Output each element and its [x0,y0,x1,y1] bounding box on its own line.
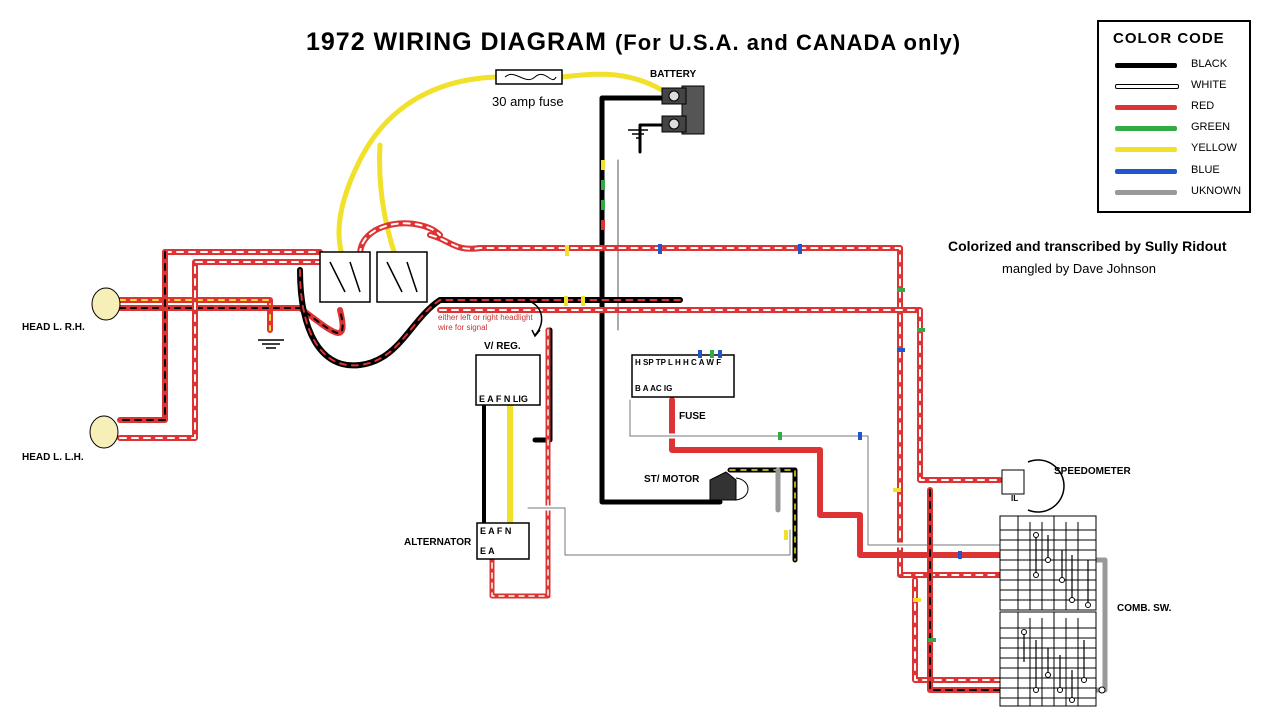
title-main: 1972 WIRING DIAGRAM [306,28,607,56]
legend-swatch [1115,169,1177,174]
ground-icon-battery [628,129,648,139]
wire-red-top-dash [164,234,1001,576]
wire-black-motor-right [727,467,798,563]
speedometer-icon [1027,459,1065,513]
legend-swatch [1115,190,1177,195]
speedometer-il-label: IL [1011,494,1019,503]
legend-label: BLUE [1191,164,1220,176]
legend-title: COLOR CODE [1113,30,1225,47]
signal-note: either left or right headlight wire for … [438,313,533,332]
legend-swatch [1115,126,1177,131]
wire-red-left-trunk-dash [119,251,166,421]
alternator-box [476,522,530,560]
starter-motor-icon [709,471,737,501]
legend-label: RED [1191,100,1215,112]
comb-switch-nodes [1021,532,1106,703]
legend-label: YELLOW [1191,142,1237,154]
vreg-box [475,354,541,406]
switch-box-1-contacts [329,261,361,293]
wire-red-comb-left2 [927,487,1003,693]
wire-red-signal-dash [439,309,1001,481]
wire-red-headlight-rh-dash [119,299,271,331]
wire-yellow-fuse-battery [559,71,665,93]
battery-plus-icon [668,90,680,102]
connector-marks [564,160,962,642]
headlight-lh-bulb [89,415,119,449]
wire-white-fuse-out-edge [629,399,1001,546]
wire-black-motor-right-dash [729,469,796,561]
legend-label: WHITE [1191,79,1227,91]
vreg-terminals: E A F N LIG [479,394,528,404]
legend-item-black: BLACK [1115,58,1245,72]
color-code-legend: COLOR CODE BLACK WHITE RED GREEN YELLOW … [1097,20,1251,213]
speedometer-lamp [1001,469,1025,495]
legend-item-green: GREEN [1115,121,1245,135]
wire-yellow-fuse-left [336,74,499,258]
wire-red-left-trunk [117,249,168,423]
main-fuse [495,69,563,85]
main-fuse-element [504,73,557,81]
legend-item-red: RED [1115,100,1245,114]
wire-red-top-harness [162,232,1003,578]
wire-red-headlight-lh-dash [119,261,321,439]
legend-label: BLACK [1191,58,1228,70]
legend-item-unknown: UKNOWN [1115,185,1245,199]
fuse-box-top-labels: H SP TP L H H C A W F [635,358,722,367]
wire-red-comb-left-dash [914,579,1001,681]
fuse-box [631,354,735,398]
ground-icon-headlight [258,339,284,349]
fuse-box-bottom-labels: B A AC IG [635,384,673,393]
wire-black-loop-dash [299,269,681,367]
wire-red-headlight-lh [117,259,323,441]
comb-switch-label: COMB. SW. [1117,603,1172,614]
headlight-lh-label: HEAD L. L.H. [22,452,84,463]
wire-red-fuse-out [669,397,1003,558]
alternator-terminals-top: E A F N [480,526,512,536]
vreg-label: V/ REG. [484,341,521,352]
legend-swatch [1115,63,1177,68]
page-title: 1972 WIRING DIAGRAM (For U.S.A. and CANA… [306,28,961,57]
switch-box-1 [319,251,371,303]
fuse-box-label: FUSE [679,411,706,422]
legend-swatch [1115,147,1177,152]
alternator-label: ALTERNATOR [404,537,472,548]
wire-black-battery-ground [638,123,664,154]
wire-white-alt-motor-edge [527,507,791,556]
main-fuse-label: 30 amp fuse [492,94,564,109]
battery-body [681,85,705,135]
starter-motor-label: ST/ MOTOR [644,474,700,485]
wire-yellow-branch [377,142,398,258]
legend-item-blue: BLUE [1115,164,1245,178]
wire-red-headlight-rh2-dash [119,307,344,334]
wire-red-white-top-loop-dash [359,222,441,256]
headlight-rh-label: HEAD L. R.H. [22,322,85,333]
wire-red-vreg-right-dash [491,329,549,597]
signal-note-arrowhead-icon [531,329,541,338]
headlight-rh-bulb [91,287,121,321]
legend-swatch [1115,105,1177,110]
speedometer-label: SPEEDOMETER [1054,466,1131,477]
title-sub: (For U.S.A. and CANADA only) [614,30,962,55]
legend-item-white: WHITE [1115,79,1245,93]
legend-label: GREEN [1191,121,1231,133]
switch-box-2 [376,251,428,303]
legend-label: UKNOWN [1191,185,1242,197]
legend-item-yellow: YELLOW [1115,142,1245,156]
battery-minus-icon [668,118,680,130]
legend-swatch [1115,84,1179,89]
switch-box-2-contacts [386,261,418,293]
starter-motor-arc [735,477,749,501]
credit-line-1: Colorized and transcribed by Sully Ridou… [948,238,1227,254]
battery-label: BATTERY [650,69,697,80]
credit-line-2: mangled by Dave Johnson [1002,261,1156,276]
alternator-terminals-bottom: E A [480,546,495,556]
wire-white-alt-motor [525,505,793,558]
wire-red-comb-left2-dash [929,489,1001,691]
comb-switch-connections [1023,535,1089,700]
